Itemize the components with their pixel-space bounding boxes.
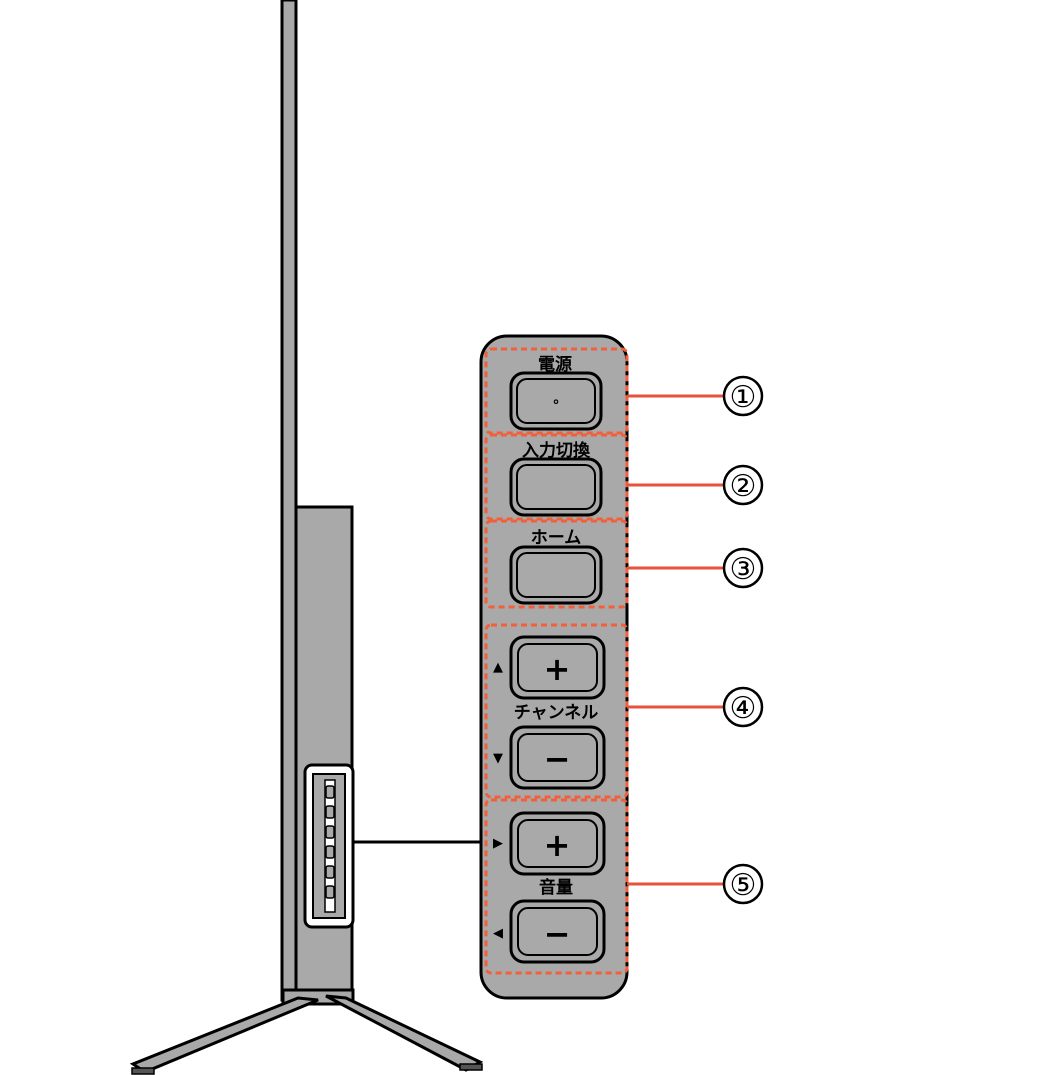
tv-stand-right-foot — [459, 1063, 483, 1071]
volume-down-button-inner — [517, 907, 598, 956]
callout-number-1: ① — [730, 380, 757, 415]
callout-badge-5 — [722, 863, 764, 905]
channel-up-button-inner — [517, 643, 598, 692]
callout-number-2: ② — [730, 469, 757, 504]
input-highlight — [484, 433, 629, 521]
power-button-inner — [516, 378, 596, 424]
callout-number-5: ⑤ — [730, 868, 757, 903]
channel-label: チャンネル — [514, 703, 599, 723]
tv-mini-button — [325, 785, 335, 799]
callout-number-3: ③ — [730, 552, 757, 587]
volume-up-arrow: ▶ — [493, 836, 503, 851]
tv-stand-left-foot — [131, 1067, 155, 1075]
channel-down-button-inner — [517, 733, 598, 782]
callout-badge-3 — [722, 547, 764, 589]
channel-up-arrow: ▲ — [493, 660, 503, 675]
plus-icon: + — [544, 826, 571, 864]
tv-button-strip — [303, 763, 355, 929]
home-highlight — [484, 519, 629, 609]
volume-down-arrow: ◀ — [493, 926, 503, 941]
tv-stand-right-leg — [325, 994, 484, 1072]
callout-badge-4 — [722, 686, 764, 728]
tv-mini-button — [325, 885, 335, 899]
tv-mini-button — [325, 825, 335, 839]
volume-up-button-inner — [517, 819, 598, 868]
minus-icon: − — [544, 915, 571, 953]
home-button-inner — [516, 552, 596, 598]
tv-panel-edge — [280, 0, 298, 1002]
power-highlight — [484, 347, 629, 435]
home-label: ホーム — [531, 528, 582, 548]
input-button-inner — [516, 464, 596, 510]
callout-badge-1 — [722, 375, 764, 417]
volume-label: 音量 — [539, 877, 573, 898]
callouts: ① ② ③ ④ ⑤ — [627, 375, 764, 905]
minus-icon: − — [544, 740, 571, 778]
channel-highlight — [484, 623, 629, 799]
channel-down-arrow: ▼ — [493, 751, 503, 766]
control-panel: 電源 ° 入力切換 ホーム ▲ + チャンネル ▼ − ▶ + 音量 ◀ — [479, 334, 629, 1000]
power-icon: ° — [553, 398, 560, 414]
tv-mini-button — [325, 865, 335, 879]
callout-badge-2 — [722, 464, 764, 506]
volume-highlight — [484, 798, 629, 975]
input-label: 入力切換 — [522, 440, 591, 461]
power-label: 電源 — [538, 354, 572, 375]
tv-mini-button — [325, 845, 335, 859]
tv-mini-buttons — [325, 785, 335, 899]
tv-mini-button — [325, 805, 335, 819]
plus-icon: + — [544, 650, 571, 688]
tv-stand-left-leg — [129, 996, 319, 1074]
callout-number-4: ④ — [730, 691, 757, 726]
